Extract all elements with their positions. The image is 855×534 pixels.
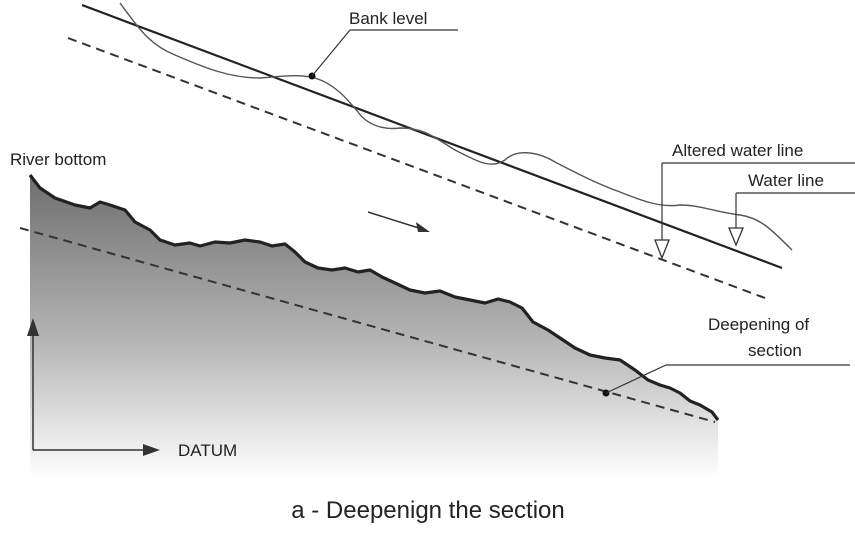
river-bottom-label: River bottom [10, 150, 106, 169]
altered-water-line-label: Altered water line [672, 141, 803, 160]
flow-direction-arrow [367, 211, 430, 232]
datum-axes [27, 318, 160, 456]
deepening-label-line2: section [748, 341, 802, 360]
altered-water-dashed-line [67, 37, 766, 299]
datum-label: DATUM [178, 441, 237, 460]
water-surface-line [119, 2, 793, 251]
water-line-leader [728, 192, 855, 247]
deepened-bottom-dashed-line [19, 227, 716, 423]
deepening-label-line1: Deepening of [708, 315, 809, 334]
figure-caption: a - Deepenign the section [291, 497, 565, 524]
water-line-label: Water line [748, 171, 824, 190]
bank-level-leader [308, 29, 458, 80]
altered-water-line-leader [654, 162, 855, 260]
bank-level-label: Bank level [349, 9, 427, 28]
deepening-leader [602, 364, 850, 397]
river-bottom-line [28, 174, 720, 421]
